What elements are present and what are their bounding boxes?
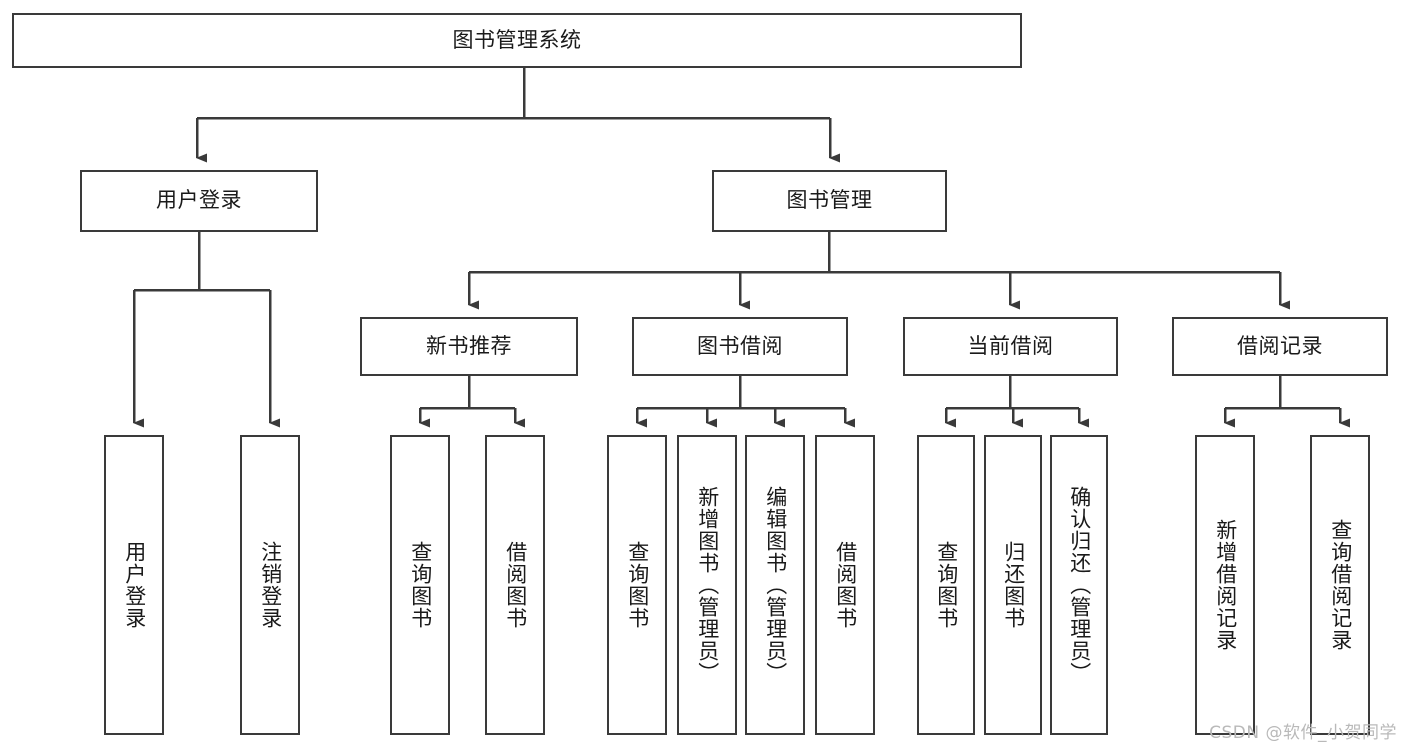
node-leaf-borrow-book-recommend[interactable]: 借阅图书 [485,435,545,735]
node-leaf-add-borrow-record-label: 新增借阅记录 [1213,519,1238,651]
node-book-management[interactable]: 图书管理 [712,170,947,232]
node-leaf-logout-label: 注销登录 [258,541,283,629]
node-book-borrow-label: 图书借阅 [697,333,783,358]
node-leaf-query-book-recommend-label: 查询图书 [408,541,433,629]
node-borrow-record[interactable]: 借阅记录 [1172,317,1388,376]
node-book-management-label: 图书管理 [786,188,873,213]
node-leaf-query-book-recommend[interactable]: 查询图书 [390,435,450,735]
node-leaf-edit-book-admin-label: 编辑图书（管理员） [763,486,788,684]
node-leaf-borrow-book-label: 借阅图书 [833,541,858,629]
node-user-login-label: 用户登录 [156,188,242,213]
node-current-borrow[interactable]: 当前借阅 [903,317,1118,376]
node-current-borrow-label: 当前借阅 [967,333,1054,358]
node-leaf-edit-book-admin[interactable]: 编辑图书（管理员） [745,435,805,735]
node-leaf-query-book-borrow[interactable]: 查询图书 [607,435,667,735]
node-leaf-query-book-current[interactable]: 查询图书 [917,435,975,735]
node-leaf-confirm-return-admin-label: 确认归还（管理员） [1067,486,1092,684]
node-leaf-borrow-book-recommend-label: 借阅图书 [503,541,528,629]
node-root-label: 图书管理系统 [452,27,582,52]
node-leaf-user-login-label: 用户登录 [122,541,147,629]
node-leaf-add-book-admin-label: 新增图书（管理员） [695,486,720,684]
node-borrow-record-label: 借阅记录 [1237,333,1323,358]
node-leaf-borrow-book[interactable]: 借阅图书 [815,435,875,735]
csdn-watermark: CSDN @软件_小贺同学 [1209,723,1397,743]
node-leaf-query-borrow-record-label: 查询借阅记录 [1328,519,1353,651]
node-leaf-return-book[interactable]: 归还图书 [984,435,1042,735]
node-leaf-query-borrow-record[interactable]: 查询借阅记录 [1310,435,1370,735]
node-new-book-recommend[interactable]: 新书推荐 [360,317,578,376]
node-book-borrow[interactable]: 图书借阅 [632,317,848,376]
node-user-login[interactable]: 用户登录 [80,170,318,232]
node-leaf-query-book-current-label: 查询图书 [934,541,959,629]
node-leaf-add-borrow-record[interactable]: 新增借阅记录 [1195,435,1255,735]
node-leaf-query-book-borrow-label: 查询图书 [625,541,650,629]
node-root-system[interactable]: 图书管理系统 [12,13,1022,68]
node-leaf-user-login[interactable]: 用户登录 [104,435,164,735]
node-leaf-return-book-label: 归还图书 [1001,541,1026,629]
node-new-book-recommend-label: 新书推荐 [426,333,512,358]
node-leaf-logout[interactable]: 注销登录 [240,435,300,735]
node-leaf-add-book-admin[interactable]: 新增图书（管理员） [677,435,737,735]
node-leaf-confirm-return-admin[interactable]: 确认归还（管理员） [1050,435,1108,735]
